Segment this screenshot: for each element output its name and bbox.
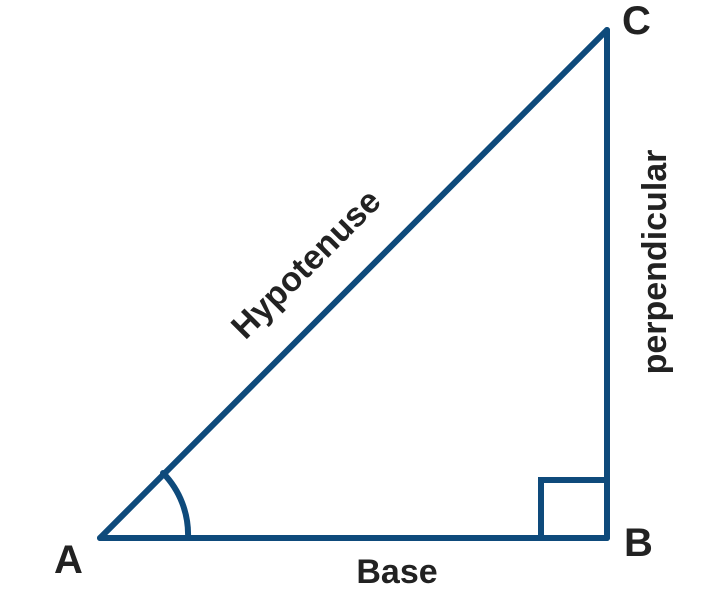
vertex-label-a: A [54,538,83,582]
vertex-label-b: B [624,521,653,565]
perpendicular-label: perpendicular [636,150,674,375]
right-angle-marker [538,477,607,538]
triangle [97,27,610,541]
hypotenuse-label: Hypotenuse [224,182,388,346]
angle-arc-a [160,470,192,541]
vertex-label-c: C [622,0,651,43]
hypotenuse-edge [97,27,610,541]
base-label: Base [356,553,437,591]
